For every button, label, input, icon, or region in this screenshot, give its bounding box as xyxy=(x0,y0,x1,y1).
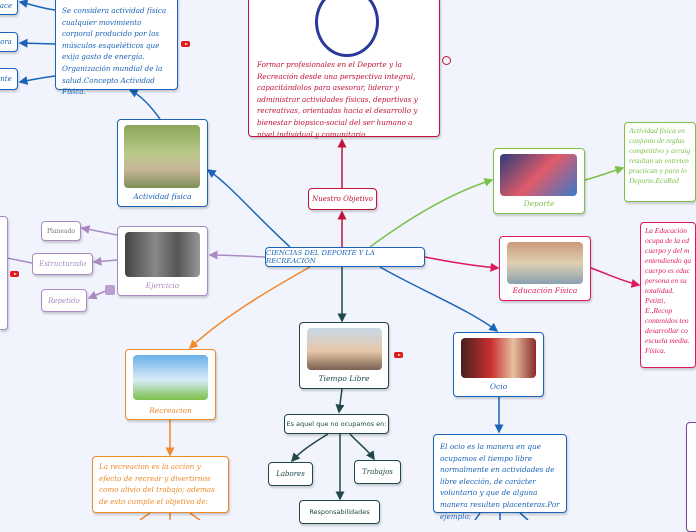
actividad-child-2[interactable]: ora xyxy=(0,32,18,52)
runners-image xyxy=(124,125,200,188)
youtube-icon[interactable] xyxy=(10,271,19,277)
sport-image xyxy=(500,154,577,196)
objetivo-description[interactable]: Formar profesionales en el Deporte y la … xyxy=(248,0,440,139)
nuestro-objetivo-node[interactable]: Nuestro Objetivo xyxy=(308,188,377,210)
leisure-image xyxy=(461,338,536,378)
youtube-icon[interactable] xyxy=(394,352,403,358)
partial-node-right[interactable] xyxy=(686,422,696,532)
tiempo-libre-subnode[interactable]: Es aquel que no ocupamos en: xyxy=(284,414,389,434)
responsabilidades-node[interactable]: Responsabilidades xyxy=(299,500,380,524)
central-topic[interactable]: CIENCIAS DEL DEPORTE Y LA RECREACIÓN xyxy=(265,247,425,267)
labores-node[interactable]: Labores xyxy=(268,462,313,486)
actividad-child-1[interactable]: ace xyxy=(0,0,18,15)
trabajos-node[interactable]: Trabajos xyxy=(354,460,401,484)
deporte-node[interactable]: Deporte xyxy=(493,148,585,214)
university-logo xyxy=(315,0,379,57)
freetime-image xyxy=(307,328,382,370)
deporte-description[interactable]: Actividad física en conjunto de reglas c… xyxy=(624,122,696,202)
connector-lines xyxy=(6,0,641,520)
actividad-child-3[interactable]: nte xyxy=(0,68,18,90)
ejercicio-node[interactable]: Ejercicio xyxy=(117,226,208,296)
youtube-icon[interactable] xyxy=(181,41,190,47)
education-image xyxy=(507,242,583,284)
ejercicio-partial-box[interactable] xyxy=(0,216,8,330)
recreation-image xyxy=(133,355,208,400)
collapse-handle[interactable] xyxy=(105,285,115,295)
ocio-node[interactable]: Ocio xyxy=(453,332,544,397)
planeado-node[interactable]: Planeado xyxy=(41,221,81,241)
estructurado-node[interactable]: Estructurado xyxy=(32,253,93,275)
recreacion-description[interactable]: La recreacion es la accion y efecto de r… xyxy=(92,456,229,513)
exercise-image xyxy=(125,232,200,277)
tiempo-libre-node[interactable]: Tiempo Libre xyxy=(299,322,389,389)
educacion-fisica-node[interactable]: Educación Física xyxy=(499,236,591,301)
repetido-node[interactable]: Repetido xyxy=(41,289,87,312)
educacion-description[interactable]: La Educación ocupa de la ed cuerpo y del… xyxy=(640,222,696,368)
globe-icon[interactable] xyxy=(442,56,451,65)
ocio-description[interactable]: El ocio es la manera en que ocupamos el … xyxy=(433,434,567,521)
actividad-fisica-node[interactable]: Actividad física xyxy=(117,119,208,207)
recreacion-node[interactable]: Recreacion xyxy=(125,349,216,420)
actividad-definition[interactable]: Se considera actividad física cualquier … xyxy=(55,0,178,96)
